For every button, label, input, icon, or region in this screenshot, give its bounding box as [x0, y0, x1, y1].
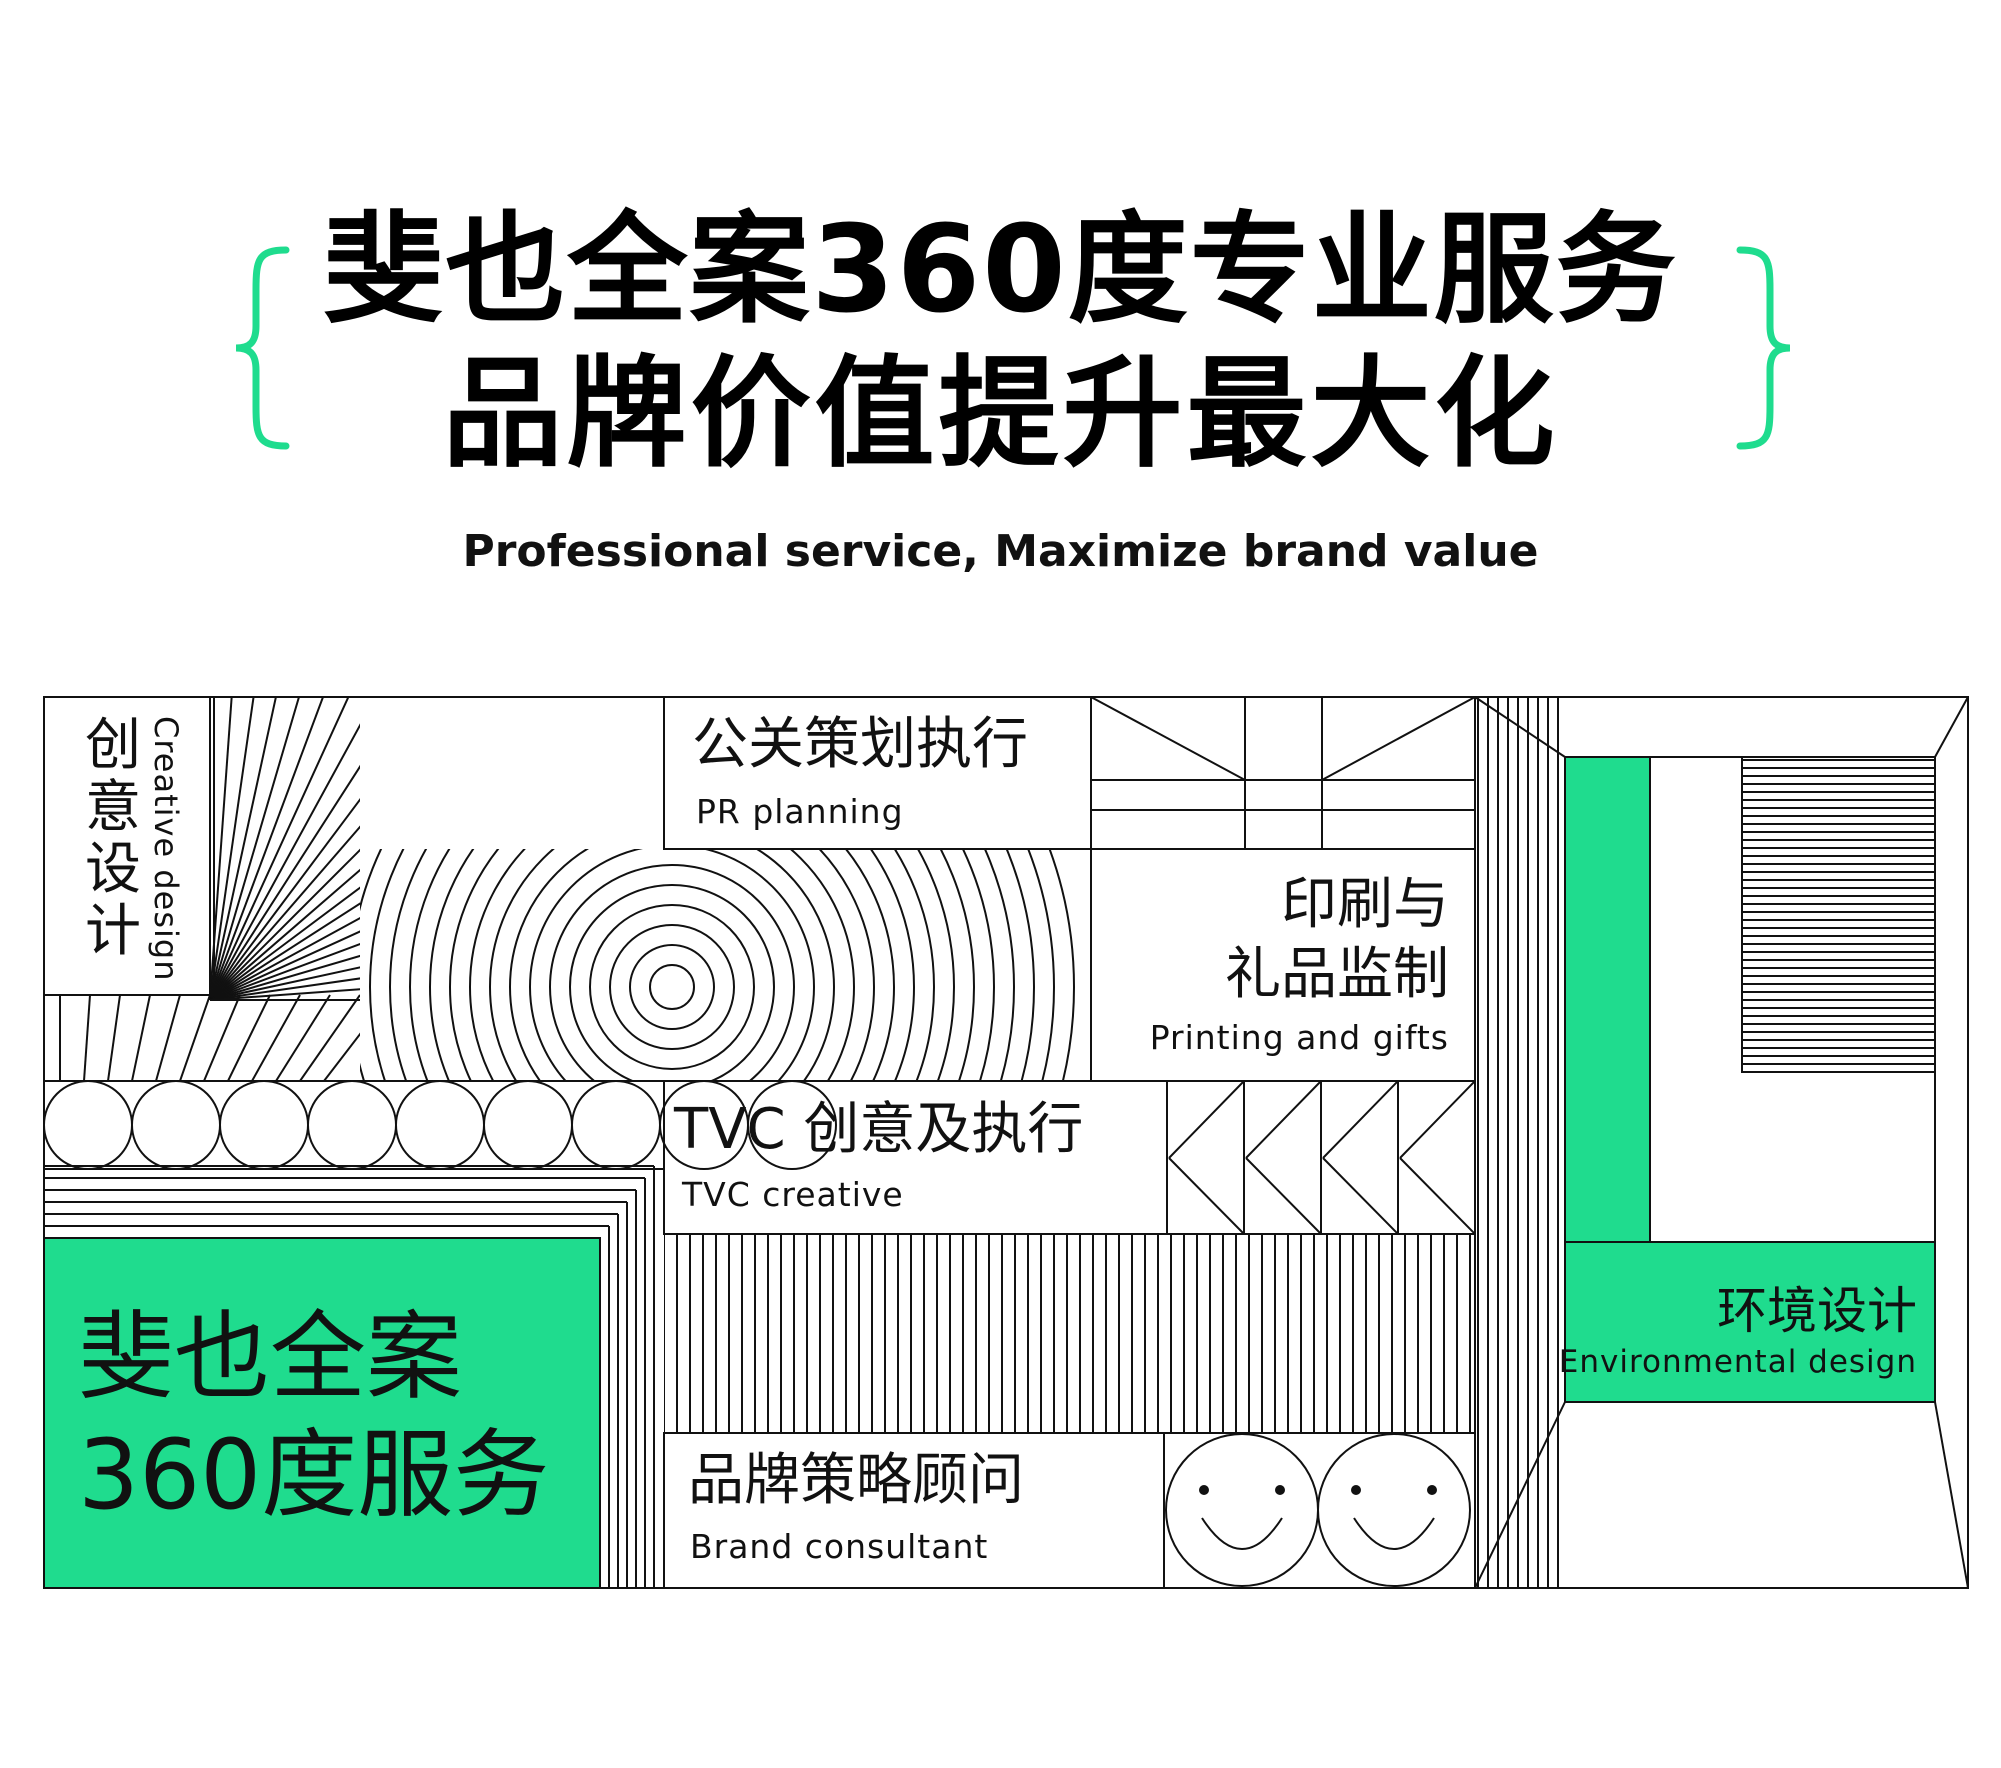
- concentric-circles-pattern: [360, 849, 1075, 1081]
- triangle-line-pattern: [1090, 696, 1476, 849]
- creative-design-title: 创意设计: [85, 713, 141, 964]
- side-stripes-pattern: [1477, 697, 1559, 1588]
- main-service-title-line1: 斐也全案: [78, 1301, 462, 1413]
- circle-row-pattern: [43, 1080, 837, 1170]
- right-brace-icon: [1736, 246, 1791, 450]
- main-service-title-line2: 360度服务: [78, 1419, 550, 1531]
- page-subtitle: Professional service, Maximize brand val…: [462, 526, 1539, 577]
- tvc-subtitle: TVC creative: [682, 1175, 904, 1214]
- radiating-lines-pattern: [59, 697, 360, 1081]
- tvc-title: TVC 创意及执行: [674, 1097, 1084, 1162]
- pr-planning-title: 公关策划执行: [692, 712, 1028, 777]
- printing-title-line2: 礼品监制: [1225, 942, 1449, 1007]
- left-brace-icon: [235, 246, 290, 450]
- environment-design-subtitle: Environmental design: [1558, 1344, 1917, 1380]
- page-title-line2: 品牌价值提升最大化: [442, 345, 1559, 484]
- pr-planning-subtitle: PR planning: [696, 792, 904, 831]
- brand-consultant-subtitle: Brand consultant: [690, 1527, 989, 1566]
- environment-design-title: 环境设计: [1717, 1282, 1917, 1340]
- printing-subtitle: Printing and gifts: [1149, 1018, 1449, 1057]
- brand-consultant-title: 品牌策略顾问: [688, 1448, 1024, 1513]
- page-title-line1: 斐也全案360度专业服务: [323, 201, 1678, 340]
- horizontal-stripes-pattern: [1741, 756, 1936, 1073]
- smiley-face-icon: [1165, 1433, 1471, 1587]
- vertical-stripes-pattern: [664, 1234, 1471, 1433]
- chevron-pattern: [1168, 1081, 1475, 1234]
- nested-frame-lines: [44, 1165, 655, 1588]
- creative-design-subtitle: Creative design: [147, 716, 185, 982]
- printing-title-line1: 印刷与: [1281, 872, 1449, 937]
